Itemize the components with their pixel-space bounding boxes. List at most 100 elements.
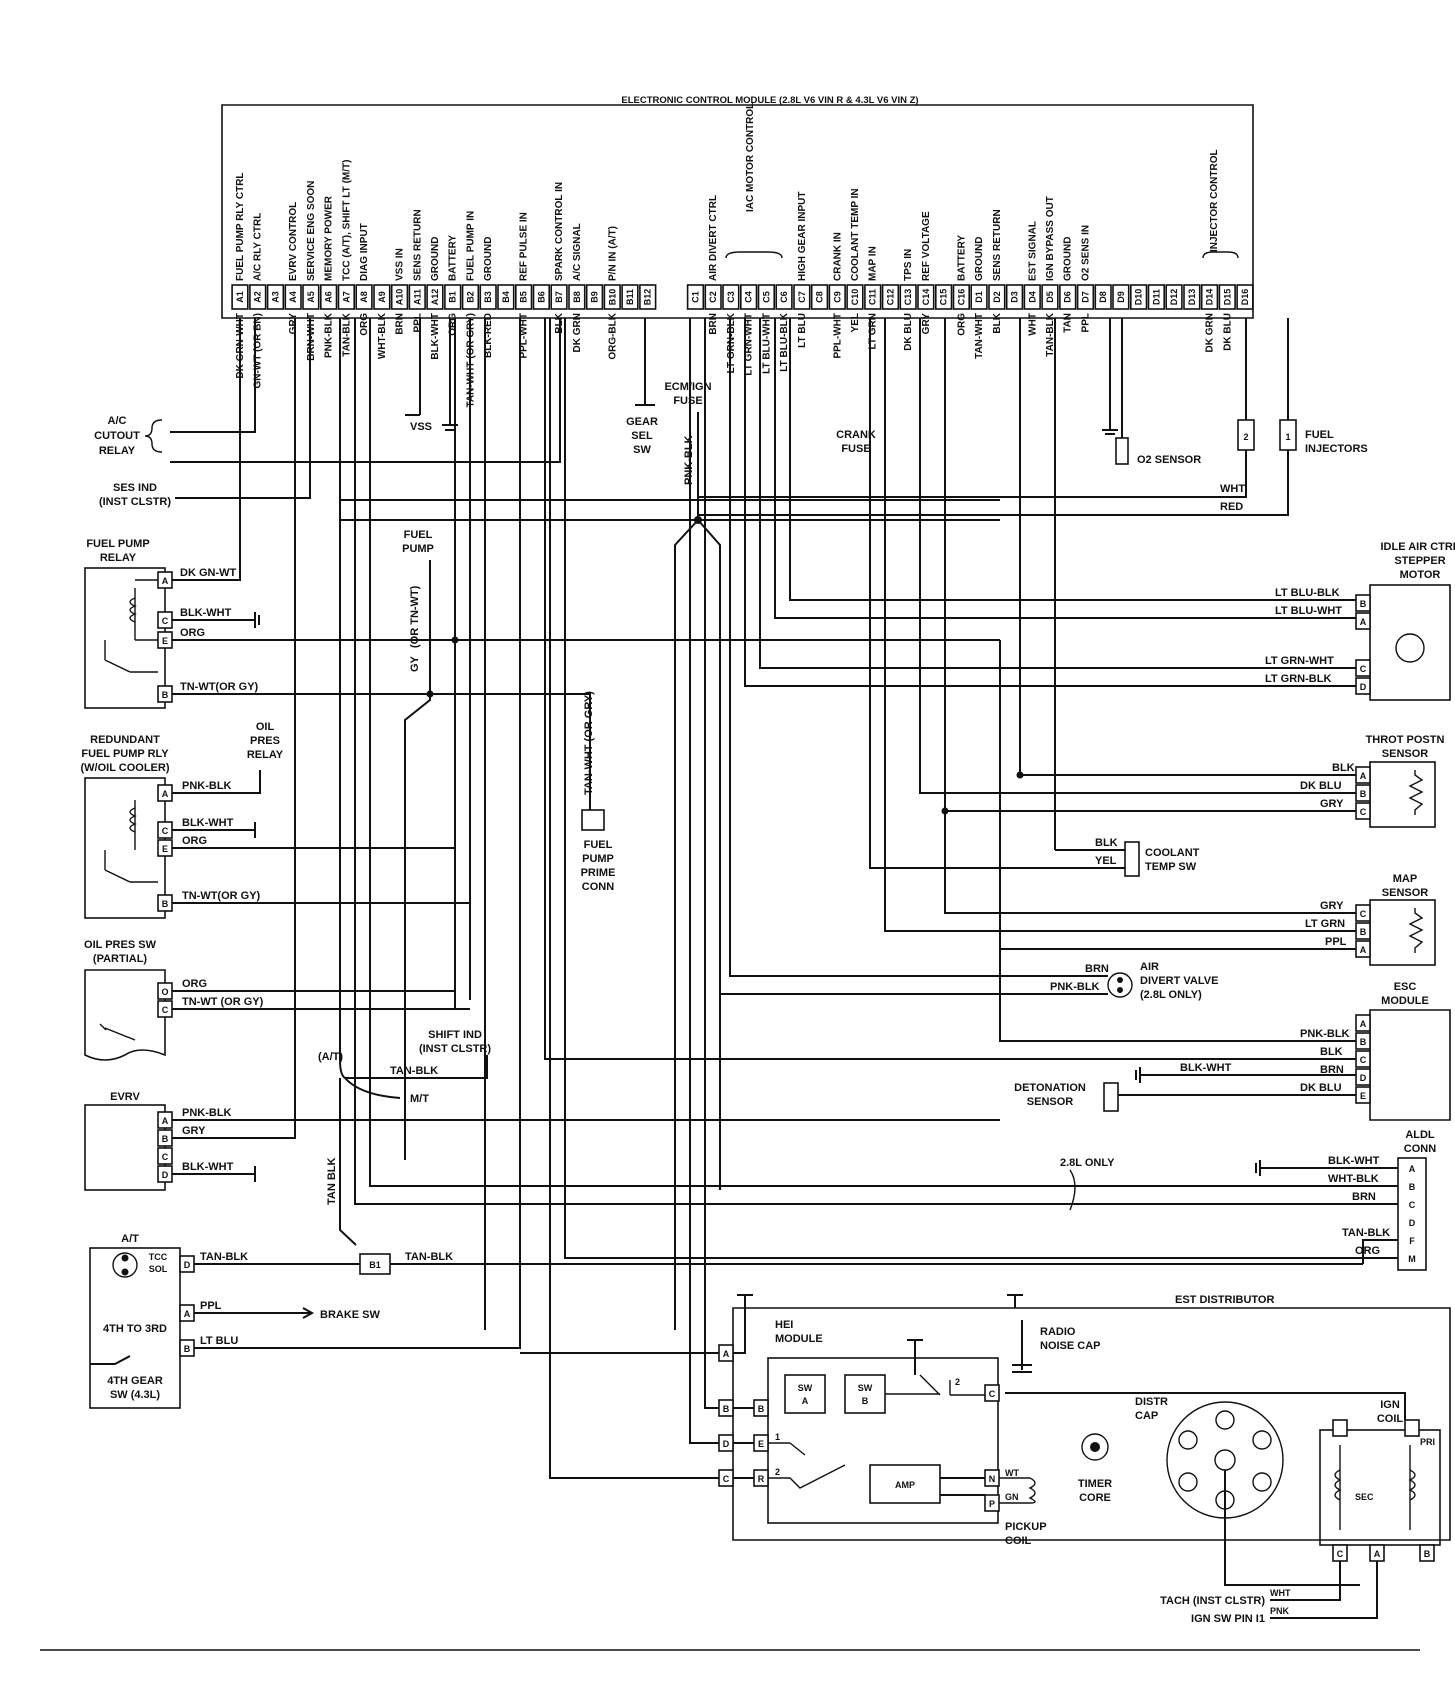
wire-label-brn-3: BRN bbox=[1352, 1191, 1376, 1203]
air-divert-label-1: AIR bbox=[1140, 961, 1159, 973]
wire-aldl-a bbox=[1255, 1160, 1398, 1176]
evrv-pin-c bbox=[157, 1147, 173, 1165]
ecm-pin-label: D12 bbox=[1169, 289, 1179, 306]
ecm-pin-label: C13 bbox=[903, 289, 913, 306]
ecm-pin-a9 bbox=[373, 284, 391, 310]
ecm-pin-d15 bbox=[1218, 284, 1236, 310]
wire-c4 bbox=[759, 318, 1356, 669]
wire-rr-ground bbox=[172, 822, 256, 838]
crank-fuse-label-1: CRANK bbox=[836, 429, 876, 441]
svg-text:C: C bbox=[1360, 909, 1367, 919]
esc-pin-a bbox=[1355, 1014, 1371, 1032]
at-label: (A/T) bbox=[318, 1051, 343, 1063]
wire-label-pnk-blk-5: PNK-BLK bbox=[1300, 1028, 1350, 1040]
svg-text:B: B bbox=[1360, 599, 1367, 609]
est-distributor-box bbox=[732, 1307, 1451, 1541]
wire-label-blk-wht-5: BLK-WHT bbox=[1328, 1155, 1380, 1167]
wire-aldl-f bbox=[1362, 1239, 1398, 1264]
svg-text:O: O bbox=[161, 987, 168, 997]
wire-a7 bbox=[339, 318, 401, 1099]
wire-c11 bbox=[884, 318, 1356, 932]
wire-label-lt-grn-wht: LT GRN-WHT bbox=[1265, 655, 1334, 667]
est-dist-label: EST DISTRIBUTOR bbox=[1175, 1294, 1274, 1306]
wire-label-yel: YEL bbox=[1095, 855, 1117, 867]
pickup-coil-icon bbox=[999, 1477, 1036, 1504]
svg-text:D: D bbox=[723, 1439, 730, 1449]
ecm-pin-label: D5 bbox=[1045, 291, 1055, 303]
wire-label-red: RED bbox=[1220, 501, 1243, 513]
splice-b1-label: B1 bbox=[369, 1260, 381, 1270]
wire-label-gry-2: GRY bbox=[1320, 798, 1344, 810]
ign-coil-label-2: COIL bbox=[1377, 1413, 1404, 1425]
svg-text:C: C bbox=[723, 1474, 730, 1484]
prime-label-4: CONN bbox=[582, 881, 614, 893]
ecm-pin-label: D14 bbox=[1205, 289, 1215, 306]
ecm-pin-label: C12 bbox=[886, 289, 896, 306]
wire-label-tan-blk-vert: TAN BLK bbox=[326, 1157, 338, 1205]
ecm-pin-d12 bbox=[1165, 284, 1183, 310]
wire-label-blk-wht-4: BLK-WHT bbox=[1180, 1062, 1232, 1074]
wire-label-tn-wt-2: TN-WT(OR GY) bbox=[182, 890, 261, 902]
svg-text:D: D bbox=[162, 1170, 169, 1180]
ecm-wire-color-label: DK BLU bbox=[1222, 313, 1233, 351]
ecm-pin-function-label: A/C SIGNAL bbox=[572, 223, 583, 281]
ecm-pin-label: B7 bbox=[554, 291, 564, 303]
wire-label-dk-gn-wt: DK GN-WT bbox=[180, 567, 236, 579]
mt-label: M/T bbox=[410, 1093, 429, 1105]
svg-text:1: 1 bbox=[1285, 432, 1290, 442]
ecm-wire-color-label: YEL bbox=[850, 313, 861, 332]
svg-text:B: B bbox=[162, 1134, 169, 1144]
ecm-wire-color-label: BLK-RED bbox=[483, 313, 494, 358]
ecm-pin-function-label: GROUND bbox=[483, 237, 494, 281]
ecm-pin-a6 bbox=[319, 284, 338, 310]
oil-sw-label-1: OIL PRES SW bbox=[84, 939, 157, 951]
amp-box bbox=[869, 1464, 941, 1504]
wire-label-blk: BLK bbox=[1332, 762, 1355, 774]
ecm-pin-c1 bbox=[686, 284, 705, 310]
wire-label-org-3: ORG bbox=[182, 978, 207, 990]
ign-coil-label-1: IGN bbox=[1380, 1399, 1400, 1411]
ecm-wire-color-label: WHT bbox=[1027, 313, 1038, 336]
ecm-pin-d9 bbox=[1112, 284, 1130, 310]
ecm-pin-a12 bbox=[426, 284, 444, 310]
4th-gear-label-2: SW (4.3L) bbox=[110, 1389, 160, 1401]
svg-text:B: B bbox=[1409, 1182, 1416, 1192]
wire-label-wht-2: WHT bbox=[1270, 1588, 1291, 1598]
aldl-label-2: CONN bbox=[1404, 1143, 1436, 1155]
svg-text:B: B bbox=[1360, 789, 1367, 799]
d6-ground bbox=[1102, 318, 1118, 435]
wire-label-org-2: ORG bbox=[182, 835, 207, 847]
svg-text:C: C bbox=[1409, 1200, 1416, 1210]
ecm-pin-function-label: HIGH GEAR INPUT bbox=[797, 192, 808, 281]
ecm-pin-b9 bbox=[585, 284, 604, 310]
ecm-pin-label: C6 bbox=[779, 291, 789, 303]
ecm-fuse-label-1: ECM/IGN bbox=[664, 381, 711, 393]
ecm-pin-b5 bbox=[514, 284, 533, 310]
svg-text:A: A bbox=[1360, 617, 1367, 627]
tcc-sol-icon bbox=[112, 1252, 138, 1278]
ground-symbol bbox=[254, 612, 260, 628]
svg-text:A: A bbox=[184, 1309, 191, 1319]
svg-text:A: A bbox=[162, 576, 169, 586]
wire-label-gy: GY bbox=[409, 655, 421, 672]
ecm-pin-function-label: COOLANT TEMP IN bbox=[850, 188, 861, 281]
distr-cap-label-2: CAP bbox=[1135, 1410, 1158, 1422]
wire-label-tn-wt-3: TN-WT (OR GY) bbox=[182, 996, 264, 1008]
svg-text:1: 1 bbox=[775, 1432, 780, 1442]
hei-pin-c bbox=[984, 1384, 1000, 1402]
ecm-pin-b10 bbox=[603, 284, 621, 310]
tcc-sol-label-2: SOL bbox=[149, 1264, 168, 1274]
esc-pin-d bbox=[1355, 1068, 1371, 1086]
tach-label: TACH (INST CLSTR) bbox=[1160, 1595, 1265, 1607]
oil-pres-relay-label-2: PRES bbox=[250, 735, 280, 747]
wire-label-pnk: PNK bbox=[1270, 1606, 1290, 1616]
ecm-wire-color-label: LT GRN-BLK bbox=[726, 312, 737, 373]
wire-c14 bbox=[944, 318, 1356, 812]
wire-injectors bbox=[1245, 318, 1289, 420]
svg-text:C: C bbox=[1360, 664, 1367, 674]
wire-esc-ground bbox=[1135, 1067, 1356, 1083]
ecm-title: ELECTRONIC CONTROL MODULE (2.8L V6 VIN R… bbox=[621, 95, 918, 106]
svg-text:C: C bbox=[989, 1389, 996, 1399]
svg-text:C: C bbox=[1360, 1055, 1367, 1065]
